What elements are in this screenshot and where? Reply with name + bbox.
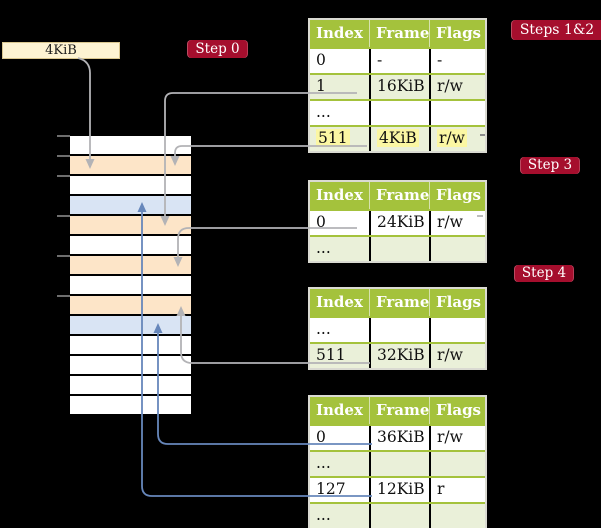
- tick-mark: [57, 255, 70, 257]
- cell-index: 511: [310, 127, 369, 151]
- cell-flags: [429, 452, 485, 476]
- memory-row: [70, 316, 191, 334]
- memory-column: [70, 136, 191, 416]
- tick-mark: [57, 215, 70, 217]
- memory-row: [70, 176, 191, 194]
- column-header-frame: Frame: [369, 20, 429, 47]
- table-row: ...: [310, 99, 485, 125]
- cell-frame: 24KiB: [369, 211, 429, 235]
- column-header-frame: Frame: [369, 182, 429, 209]
- table-row: ...: [310, 235, 485, 261]
- cell-flags: r/w: [429, 211, 485, 235]
- memory-row: [70, 296, 191, 314]
- memory-row: [70, 356, 191, 374]
- table-header-row: Index Frame Flags: [310, 20, 485, 47]
- table-row: ...: [310, 502, 485, 528]
- highlighted-value: r/w: [437, 129, 467, 147]
- cell-frame: 12KiB: [369, 478, 429, 502]
- table-header-row: Index Frame Flags: [310, 397, 485, 424]
- memory-row: [70, 236, 191, 254]
- cell-flags: [429, 101, 485, 125]
- cell-frame: 16KiB: [369, 75, 429, 99]
- page-size-label: 4KiB: [2, 42, 120, 59]
- step-badge-3: Step 3: [520, 157, 580, 174]
- cell-index: ...: [316, 320, 331, 338]
- column-header-frame: Frame: [369, 397, 429, 424]
- memory-row: [70, 396, 191, 414]
- cell-index: ...: [316, 454, 331, 472]
- cell-flags: r: [429, 478, 485, 502]
- memory-row: [70, 336, 191, 354]
- step-badge-4: Step 4: [514, 265, 574, 282]
- cell-frame: -: [369, 49, 429, 73]
- cell-index: 0: [316, 213, 326, 231]
- cell-index: 511: [316, 346, 346, 364]
- table-row: 1 16KiB r/w: [310, 73, 485, 99]
- column-header-flags: Flags: [429, 397, 485, 424]
- table-row: ...: [310, 450, 485, 476]
- table-row: 0 - -: [310, 47, 485, 73]
- table-row: 511 32KiB r/w: [310, 342, 485, 368]
- column-header-flags: Flags: [429, 182, 485, 209]
- table-header-row: Index Frame Flags: [310, 289, 485, 316]
- memory-row: [70, 196, 191, 214]
- tick-mark: [57, 175, 70, 177]
- table-row: 0 24KiB r/w: [310, 209, 485, 235]
- memory-row: [70, 276, 191, 294]
- cell-flags: r/w: [429, 426, 485, 450]
- column-header-index: Index: [316, 293, 363, 311]
- page-table-2: Index Frame Flags 0 24KiB r/w ...: [308, 180, 487, 263]
- column-header-frame: Frame: [369, 289, 429, 316]
- table-row-highlighted: 511 4KiB r/w: [310, 125, 485, 151]
- cell-index: ...: [316, 103, 331, 121]
- column-header-index: Index: [316, 24, 363, 42]
- tick-mark: [57, 155, 70, 157]
- tick-mark: [57, 295, 70, 297]
- cell-flags: [429, 318, 485, 342]
- highlighted-value: 4KiB: [377, 129, 419, 147]
- cell-flags: [429, 237, 485, 261]
- column-header-index: Index: [316, 186, 363, 204]
- row-marker-dash: [477, 215, 483, 217]
- memory-row: [70, 136, 191, 154]
- cell-flags: -: [429, 49, 485, 73]
- table-row: ...: [310, 316, 485, 342]
- cell-flags: [429, 504, 485, 528]
- memory-row: [70, 216, 191, 234]
- page-table-1: Index Frame Flags 0 - - 1 16KiB r/w ... …: [308, 18, 487, 153]
- table-row: 0 36KiB r/w: [310, 424, 485, 450]
- cell-index: 1: [316, 77, 326, 95]
- cell-frame: 36KiB: [369, 426, 429, 450]
- memory-row: [70, 376, 191, 394]
- row-marker-dash: [480, 134, 485, 136]
- cell-index: 0: [316, 51, 326, 69]
- cell-frame: 4KiB: [369, 127, 429, 151]
- cell-frame: [369, 237, 429, 261]
- highlighted-value: 511: [316, 129, 350, 147]
- page-table-4: Index Frame Flags 0 36KiB r/w ... 127 12…: [308, 395, 487, 528]
- step-badge-1-2: Steps 1&2: [511, 20, 601, 40]
- cell-frame: 32KiB: [369, 344, 429, 368]
- cell-frame: [369, 452, 429, 476]
- cell-frame: [369, 318, 429, 342]
- tick-mark: [57, 135, 70, 137]
- table-row: 127 12KiB r: [310, 476, 485, 502]
- step-badge-0: Step 0: [187, 40, 248, 58]
- cell-flags: r/w: [429, 127, 485, 151]
- cell-index: 0: [316, 428, 326, 446]
- column-header-flags: Flags: [429, 20, 485, 47]
- memory-row: [70, 156, 191, 174]
- cell-frame: [369, 504, 429, 528]
- cell-flags: r/w: [429, 344, 485, 368]
- cell-index: ...: [316, 239, 331, 257]
- memory-row: [70, 256, 191, 274]
- cell-index: 127: [316, 480, 346, 498]
- cell-frame: [369, 101, 429, 125]
- table-header-row: Index Frame Flags: [310, 182, 485, 209]
- cell-flags: r/w: [429, 75, 485, 99]
- page-table-3: Index Frame Flags ... 511 32KiB r/w: [308, 287, 487, 370]
- cell-index: ...: [316, 506, 331, 524]
- column-header-index: Index: [316, 401, 363, 419]
- column-header-flags: Flags: [429, 289, 485, 316]
